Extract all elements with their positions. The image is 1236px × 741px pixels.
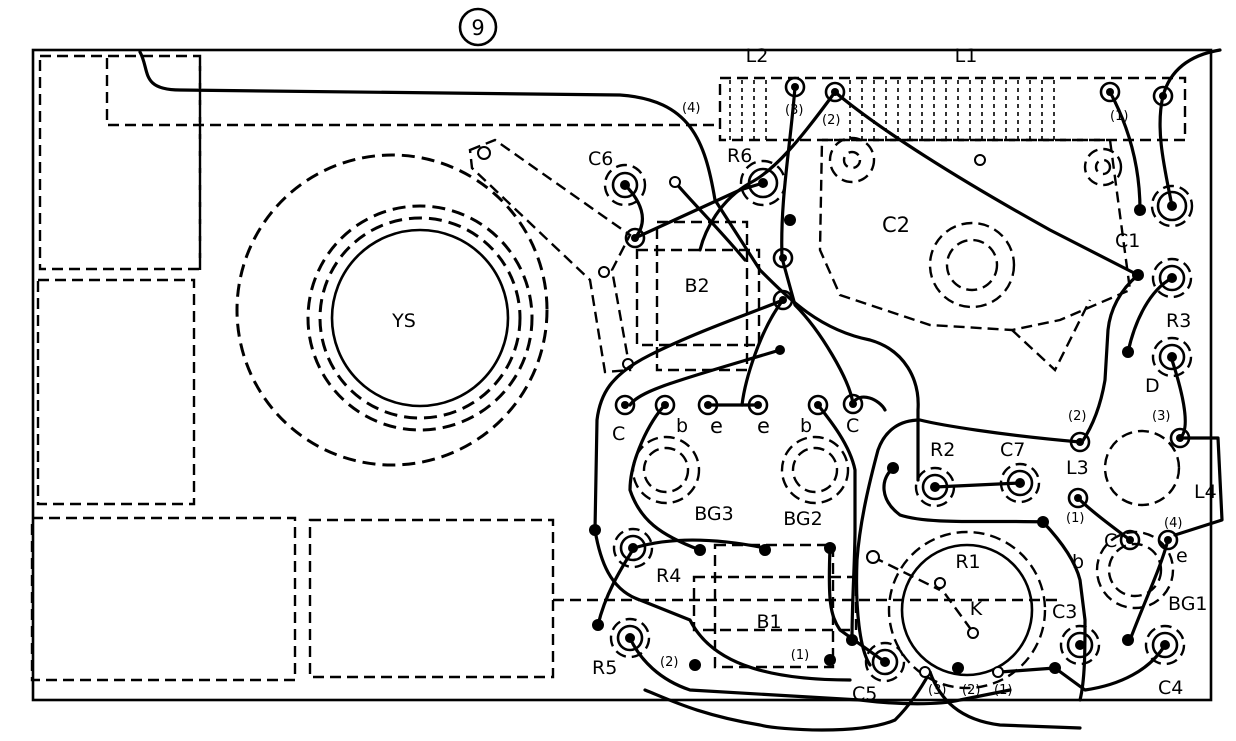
pin-k-2: (2): [962, 683, 980, 698]
terminal-e-right: e: [1176, 545, 1188, 567]
terminal-b-left: b: [676, 415, 688, 437]
bracket-hole-2: [598, 266, 610, 278]
mounting-bracket: [468, 138, 632, 374]
l2-label: L2: [746, 45, 769, 67]
pin-labels: (4) (3) (2) (1) (2) (1) (3) (4) (2) (3) …: [660, 101, 1182, 698]
solder-points: [589, 204, 1146, 674]
c4-label: C4: [1158, 677, 1183, 699]
c2-mount-2-inner: [1094, 158, 1112, 176]
k-label: K: [970, 598, 983, 620]
b2-outline-outer: [635, 248, 761, 347]
l4-label: L4: [1194, 481, 1217, 503]
r3-label: R3: [1166, 310, 1191, 332]
pin-l2-3: (3): [785, 103, 803, 118]
r1-label: R1: [955, 551, 980, 573]
terminal-b-right: b: [1072, 551, 1084, 573]
r5-label: R5: [592, 657, 617, 679]
terminal-labels: C b e e b C C b e: [612, 414, 1188, 573]
terminal-c-left: C: [612, 423, 625, 445]
pin-l2-4: (4): [682, 101, 700, 116]
r1-leads: [872, 555, 976, 636]
bg3-label: BG3: [694, 503, 734, 525]
ys-yoke: YS: [235, 153, 549, 467]
l4-loop: [1173, 436, 1224, 537]
bg2-label: BG2: [783, 508, 823, 530]
c3-label: C3: [1052, 601, 1077, 623]
k-pot-outer: [887, 530, 1047, 690]
pin-k-3: (3): [928, 683, 946, 698]
bg1-label: BG1: [1168, 593, 1208, 615]
b1-outline-2: [713, 543, 835, 669]
pin-r5-2: (2): [660, 655, 678, 670]
wiring: [138, 48, 1222, 732]
terminal-points: [603, 76, 1194, 683]
r2-label: R2: [930, 439, 955, 461]
c1-label: C1: [1115, 230, 1140, 252]
pin-k-1: (1): [994, 683, 1012, 698]
b2-label: B2: [684, 275, 709, 297]
bracket-hole-1: [477, 146, 491, 160]
b2-outline: [655, 220, 749, 372]
pin-l3-2: (2): [1068, 409, 1086, 424]
component-labels: C6 R6 C1 R3 D R2 C7 L3 L4 BG1 C3 C4 C5 R…: [588, 145, 1217, 705]
c2-mount-1-inner: [842, 150, 862, 170]
terminal-c-mid: C: [846, 415, 859, 437]
terminal-b-mid: b: [800, 415, 812, 437]
bg2-socket: BG2: [780, 435, 850, 530]
c2-trimmer-outer: [928, 221, 1016, 309]
pin-l4-3: (3): [1152, 409, 1170, 424]
left-compartments: [30, 54, 1060, 682]
figure-number: 9: [471, 16, 484, 40]
pin-l3-1: (1): [1066, 511, 1084, 526]
pin-l4-4: (4): [1164, 516, 1182, 531]
l3-label: L3: [1066, 457, 1089, 479]
pin-l2-2: (2): [822, 113, 840, 128]
coil-strip-l1-l2: L2 L1: [718, 45, 1187, 142]
c2-fin: [1011, 299, 1092, 372]
bg3-socket: BG3: [631, 435, 734, 525]
c2-trimmer-inner: [945, 238, 999, 292]
l1-label: L1: [955, 45, 978, 67]
board-outline: [31, 48, 1213, 702]
open-holes: [669, 154, 1004, 678]
c5-label: C5: [852, 683, 877, 705]
terminal-c-right: C: [1104, 530, 1117, 552]
ys-label: YS: [391, 310, 416, 332]
c6-label: C6: [588, 148, 613, 170]
terminal-e-left: e: [710, 414, 723, 438]
bg1-socket-inner: [1107, 542, 1163, 598]
pin-l1-1: (1): [1110, 109, 1128, 124]
l3-l4-coil: [1103, 429, 1181, 507]
b1-pin-1: (1): [791, 648, 809, 663]
b1-label: B1: [756, 611, 781, 633]
c2-label: C2: [882, 213, 910, 237]
c2-mount-2: [1083, 147, 1123, 187]
k-pot-inner: [900, 543, 1034, 677]
c2-mount-1: [828, 136, 876, 184]
c7-label: C7: [1000, 439, 1025, 461]
figure-number-badge: 9: [458, 7, 498, 47]
r4-label: R4: [656, 565, 681, 587]
r6-label: R6: [727, 145, 752, 167]
c2-outline: [818, 138, 1132, 332]
terminal-e-mid: e: [757, 414, 770, 438]
d-label: D: [1145, 375, 1160, 397]
